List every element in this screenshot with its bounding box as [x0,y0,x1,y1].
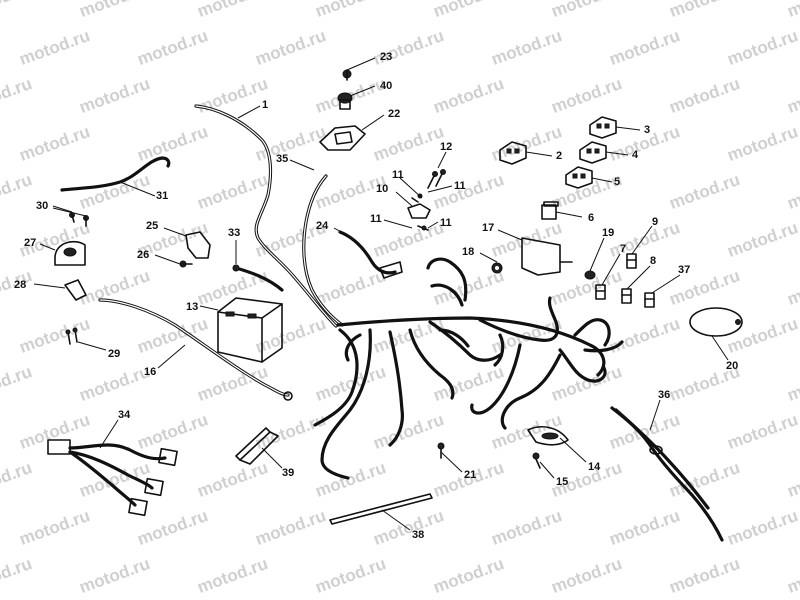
callout-6: 6 [588,212,594,224]
part-16-cable [98,298,293,401]
part-28-bracket [64,279,87,301]
callout-9: 9 [652,216,658,228]
callout-17: 17 [482,222,494,234]
callout-30: 30 [36,200,48,212]
callout-8: 8 [650,255,656,267]
part-21-screw [437,442,445,459]
callout-11-bottom-left: 11 [370,213,382,225]
callout-29: 29 [108,348,120,360]
part-31-cable [60,156,171,192]
callout-19: 19 [602,227,614,239]
part-39-clamp [235,427,279,465]
callout-36: 36 [658,389,670,401]
callout-3: 3 [644,124,650,136]
part-5-connector [565,166,593,189]
callout-28: 28 [14,279,26,291]
callout-16: 16 [144,366,156,378]
part-8-socket [621,288,632,304]
part-22-bracket [319,125,366,151]
part-36-cable [610,406,724,542]
callout-15: 15 [556,476,568,488]
callout-11-bottom-right: 11 [440,217,452,229]
callout-33: 33 [228,227,240,239]
part-1-main-cable [194,104,338,328]
callout-4: 4 [632,149,639,161]
callout-27: 27 [24,237,36,249]
callout-38: 38 [412,529,424,541]
part-33-strap [232,264,284,292]
callout-5: 5 [614,176,620,188]
part-13-battery [217,297,283,363]
part-25-bracket [185,231,211,259]
callout-37: 37 [678,264,690,276]
part-11-clips [411,193,429,231]
part-15-screw [532,452,541,469]
callout-25: 25 [146,220,158,232]
part-35-cable [302,174,344,327]
callout-11-top-right: 11 [454,180,466,192]
callout-7: 7 [620,243,626,255]
part-29-screws [65,327,78,345]
callout-18: 18 [462,246,474,258]
part-2-connector [499,141,527,165]
callout-35: 35 [276,153,288,165]
part-40-grommet [337,92,353,110]
callout-14: 14 [588,461,601,473]
part-10-clip [407,203,431,219]
callout-34: 34 [118,409,131,421]
main-wiring-harness [313,257,624,480]
callout-23: 23 [380,51,392,63]
part-24-cable [338,230,403,279]
callout-labels: 23 40 22 1 35 2 3 4 5 6 9 19 7 8 37 10 1… [14,51,738,541]
part-27-switch [54,241,86,266]
part-18-nut [491,262,503,274]
part-9-socket [626,253,637,269]
callout-12: 12 [440,141,452,153]
part-23-screw [342,69,352,81]
callout-39: 39 [282,467,294,479]
part-14-horn [527,426,569,446]
part-12-screws [427,169,446,189]
callout-24: 24 [316,220,329,232]
callout-26: 26 [137,249,149,261]
part-30-screws [69,212,89,227]
callout-2: 2 [556,150,562,162]
leader-lines [33,57,729,531]
callout-20: 20 [726,360,738,372]
part-19-socket [584,270,596,280]
part-6-relay [541,201,559,220]
part-7-socket [595,284,606,300]
callout-21: 21 [464,469,476,481]
part-26-screw [179,260,193,268]
part-20-ring [689,307,743,337]
callout-11-top-left: 11 [392,169,404,181]
part-17-module [521,237,573,276]
part-37-socket [644,292,655,308]
part-4-connector [579,141,607,164]
part-38-cable-tie [329,493,433,525]
part-34-harness [47,439,178,517]
callout-1: 1 [262,99,268,111]
callout-13: 13 [186,301,198,313]
callout-22: 22 [388,108,400,120]
callout-10: 10 [376,183,388,195]
callout-31: 31 [156,190,168,202]
callout-40: 40 [380,80,392,92]
part-3-connector [589,116,617,139]
